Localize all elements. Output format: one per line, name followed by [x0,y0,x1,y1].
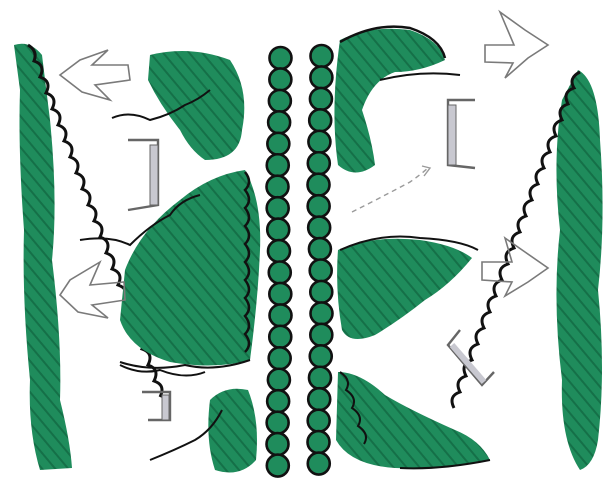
bead [269,326,291,348]
center-chain-right [308,45,333,475]
bead [308,152,330,174]
bead [267,133,289,155]
bead [267,219,289,241]
bracket-left-upper [128,140,158,210]
bead [267,176,289,198]
bead [310,260,332,282]
arrow-left-upper [60,50,130,100]
bead [267,154,289,176]
bead [308,431,330,453]
center-chain-left [267,47,292,477]
bead [310,281,332,303]
bead [308,388,330,410]
bead [308,195,330,217]
bracket-left-lower [142,392,170,420]
bead [267,412,289,434]
bead [308,174,330,196]
bead [269,68,291,90]
bead [308,217,330,239]
bead [310,345,332,367]
bead [310,88,332,110]
bead [308,131,330,153]
bead [310,45,332,67]
bead [268,111,290,133]
blob-mid-right [337,237,478,340]
blob-top-left [148,51,244,160]
bead [309,367,331,389]
bead [268,240,290,262]
bead [267,390,289,412]
bead [309,109,331,131]
bead [269,47,291,69]
dashed-arrow [352,166,430,212]
blob-bottom-right [336,372,490,468]
bead [267,197,289,219]
bead [310,66,332,88]
bead [308,453,330,475]
bead [269,262,291,284]
bead [308,410,330,432]
arrow-right-upper [485,12,548,78]
bead [269,347,291,369]
bead [310,302,332,324]
bead [269,90,291,112]
bead [310,324,332,346]
bead [269,283,291,305]
bracket-right-upper [448,100,475,168]
bead [267,433,289,455]
blob-top-right [334,27,460,173]
right-wall [452,70,603,470]
bead [309,238,331,260]
bead [268,369,290,391]
bead [269,304,291,326]
blob-mid-left [80,170,260,368]
bead [267,455,289,477]
